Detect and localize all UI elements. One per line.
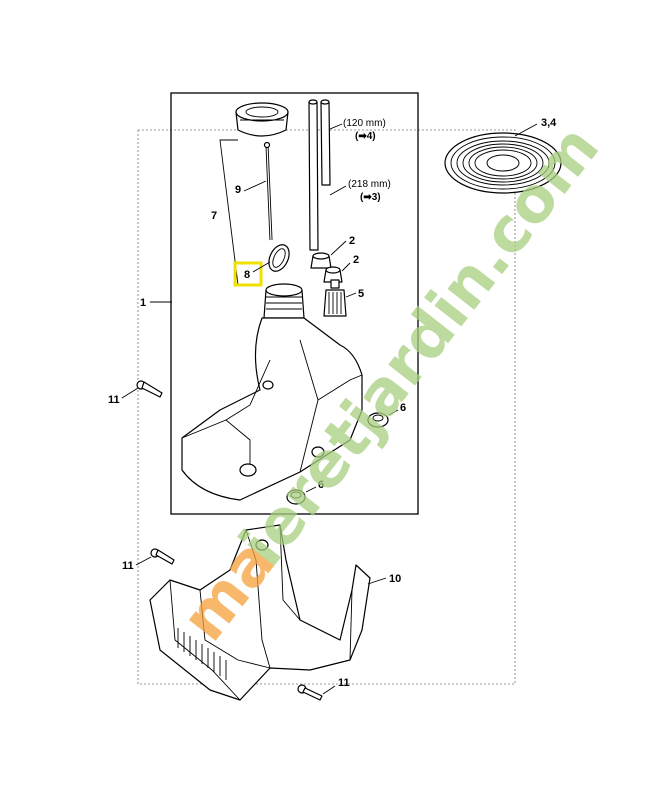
highlight-label-8: [233, 261, 263, 287]
label-11b: 11: [122, 560, 134, 572]
retaining-ring-part: [268, 244, 290, 272]
fuel-tank-part: [181, 283, 363, 501]
grommet-part-a: [310, 252, 332, 269]
label-3-4: 3,4: [541, 117, 557, 129]
grommet-part-6a: [367, 412, 389, 428]
dim-short-hose-ref: (➡4): [355, 131, 376, 142]
screw-part-middle: [150, 548, 175, 565]
tank-guard-part: [149, 524, 371, 701]
label-8: 8: [244, 269, 250, 281]
tank-subassembly-box: [170, 92, 419, 515]
grommet-part-b: [323, 266, 343, 283]
fuel-hoses-part: [308, 99, 331, 251]
fuel-filter-part: [323, 279, 347, 317]
label-5: 5: [358, 288, 364, 300]
label-11c: 11: [338, 677, 350, 689]
label-6a: 6: [400, 402, 406, 414]
label-9: 9: [235, 184, 241, 196]
dim-long-hose: (218 mm): [348, 179, 391, 190]
dim-short-hose: (120 mm): [343, 118, 386, 129]
label-6b: 6: [318, 479, 324, 491]
screw-part-upper: [136, 380, 163, 398]
label-10: 10: [389, 573, 401, 585]
screw-part-lower: [297, 684, 323, 701]
label-1: 1: [140, 297, 146, 309]
label-2a: 2: [349, 235, 355, 247]
label-2b: 2: [353, 254, 359, 266]
fuel-hose-coil-part: [444, 132, 562, 194]
tank-cap-part: [235, 102, 289, 137]
grommet-part-6b: [286, 489, 306, 505]
label-7: 7: [211, 210, 217, 222]
tether-rod-part: [263, 141, 273, 241]
label-11a: 11: [108, 394, 120, 406]
dim-long-hose-ref: (➡3): [360, 192, 381, 203]
